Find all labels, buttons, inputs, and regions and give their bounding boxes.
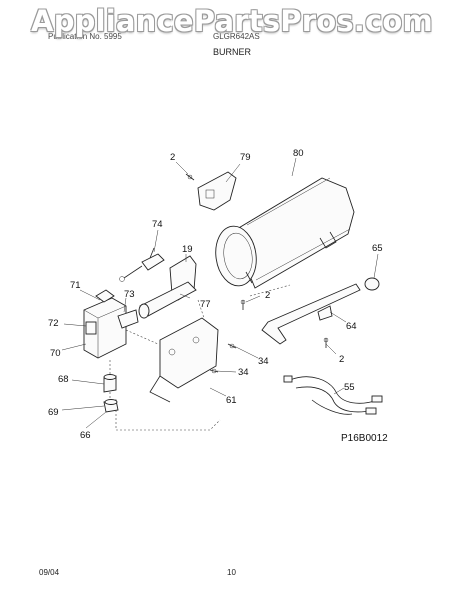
- page-number: 10: [227, 568, 236, 577]
- diagram-code: P16B0012: [341, 433, 388, 444]
- callout-34: 34: [258, 356, 269, 367]
- callout-71: 71: [70, 280, 81, 291]
- publication-number: Publication No. 5995: [48, 32, 122, 41]
- callout-72: 72: [48, 318, 59, 329]
- footer-date: 09/04: [39, 568, 60, 577]
- callout-34: 34: [238, 367, 249, 378]
- burner-drum: [215, 177, 355, 289]
- mounting-plate-61: [149, 317, 219, 403]
- callout-73: 73: [124, 289, 135, 300]
- igniter-74: [119, 247, 165, 282]
- callout-80: 80: [293, 148, 304, 159]
- callout-79: 79: [240, 152, 251, 163]
- callout-68: 68: [58, 374, 69, 385]
- watermark: AppliancePartsPros.com: [31, 4, 433, 38]
- callout-55: 55: [344, 382, 355, 393]
- callout-61: 61: [226, 395, 237, 406]
- callout-64: 64: [346, 321, 357, 332]
- callout-77: 77: [200, 299, 211, 310]
- callout-69: 69: [48, 407, 59, 418]
- burner-tube-77: [138, 281, 197, 319]
- gas-valve: [83, 289, 139, 359]
- callout-70: 70: [50, 348, 61, 359]
- callout-2: 2: [265, 290, 270, 301]
- callout-2: 2: [339, 354, 344, 365]
- crossover-tube-64: [261, 277, 380, 345]
- orifice-fittings: [103, 374, 119, 413]
- callout-65: 65: [372, 243, 383, 254]
- leader-lines: [61, 157, 379, 429]
- callout-74: 74: [152, 219, 163, 230]
- callout-66: 66: [80, 430, 91, 441]
- model-number: GLGR642AS: [213, 32, 260, 41]
- callout-2: 2: [170, 152, 175, 163]
- callout-19: 19: [182, 244, 193, 255]
- section-title: BURNER: [212, 47, 251, 57]
- wire-harness-55: [283, 375, 383, 415]
- bracket-79: [185, 171, 237, 211]
